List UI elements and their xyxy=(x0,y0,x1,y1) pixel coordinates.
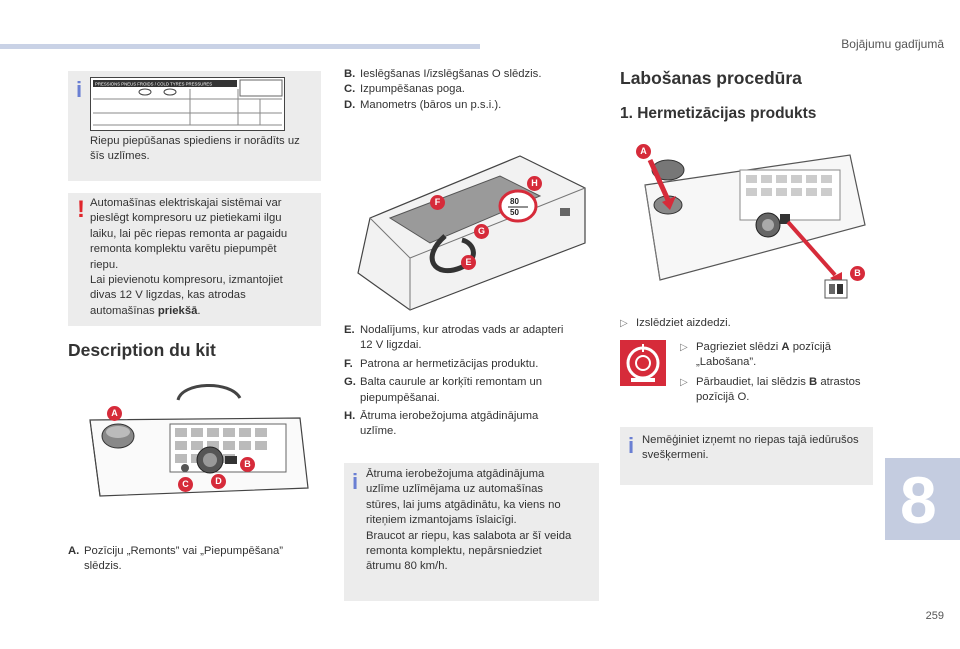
page-number: 259 xyxy=(925,610,944,622)
item-h: H.Ātruma ierobežojuma atgādinājuma uzlīm… xyxy=(344,410,539,438)
item-b: B.Ieslēgšanas I/izslēgšanas O slēdzis. xyxy=(344,68,542,80)
speed-label-80: 80 xyxy=(510,197,519,206)
info-icon: i xyxy=(628,433,635,458)
bullet-switch-a: ▷Pagrieziet slēdzi A pozīcijā „Labošana”… xyxy=(680,341,832,369)
kit-illustration-back: 80 50 xyxy=(357,155,586,311)
warning-line: remonta komplektu varētu piepumpēt xyxy=(90,243,277,256)
item-e: E.Nodalījums, kur atrodas vads ar adapte… xyxy=(344,324,564,352)
label-h: H xyxy=(527,176,542,191)
item-f: F.Patrona ar hermetizācijas produktu. xyxy=(344,357,539,370)
label-c: C xyxy=(178,477,193,492)
sealant-subheading: 1. Hermetizācijas produkts xyxy=(620,105,817,122)
label-e: E xyxy=(461,255,476,270)
bullet-ignition-off: ▷Izslēdziet aizdedzi. xyxy=(620,316,860,331)
kit-illustration-front xyxy=(89,384,309,497)
warning-line: riepu. xyxy=(90,258,119,271)
info-icon: i xyxy=(352,469,359,494)
bullet-arrow-icon: ▷ xyxy=(680,342,688,353)
foreign-object-text: Nemēģiniet izņemt no riepas tajā iedūruš… xyxy=(642,434,859,462)
warning-line: Automašīnas elektriskajai sistēmai var xyxy=(90,197,282,209)
speed-limit-text: Ātruma ierobežojuma atgādinājuma uzlīme … xyxy=(366,468,572,573)
info-icon: i xyxy=(76,77,83,102)
label-b-right: B xyxy=(850,266,865,281)
item-d: D.Manometrs (bāros un p.s.i.). xyxy=(344,98,502,111)
label-f: F xyxy=(430,195,445,210)
kit-switch-illustration xyxy=(644,154,866,299)
warning-line: Lai pievienotu kompresoru, izmantojiet xyxy=(90,274,283,287)
label-a: A xyxy=(107,406,122,421)
foreign-object-info-box: i Nemēģiniet izņemt no riepas tajā iedūr… xyxy=(620,427,873,485)
warning-text: Automašīnas elektriskajai sistēmai var p… xyxy=(90,196,318,319)
speed-limit-info-box: i Ātruma ierobežojuma atgādinājuma uzlīm… xyxy=(344,463,599,601)
warning-line: divas 12 V ligzdas, kas atrodas xyxy=(90,289,246,302)
bullet-switch-b: ▷Pārbaudiet, lai slēdzis B atrastos pozī… xyxy=(680,375,861,404)
tyre-pressure-text: Riepu piepūšanas spiediens ir norādīts u… xyxy=(90,135,300,163)
item-c: C.Izpumpēšanas poga. xyxy=(344,83,465,96)
tyre-repair-icon xyxy=(620,340,666,386)
warning-box: ! Automašīnas elektriskajai sistēmai var… xyxy=(68,193,321,326)
bullet-arrow-icon: ▷ xyxy=(680,376,688,388)
label-g: G xyxy=(474,224,489,239)
label-b: B xyxy=(240,457,255,472)
warning-line-last: automašīnas priekšā. xyxy=(90,304,201,317)
warning-line: pieslēgt kompresoru uz pietiekami ilgu xyxy=(90,212,282,225)
speed-label-50: 50 xyxy=(510,208,519,217)
bullet-arrow-icon: ▷ xyxy=(620,318,628,329)
items-bottom-list: E.Nodalījums, kur atrodas vads ar adapte… xyxy=(344,323,599,440)
tyre-pressure-info-box: i PRESSIONS PNEUS FROIDS / COLD TYRES PR… xyxy=(68,71,321,181)
tyre-pressure-sticker: PRESSIONS PNEUS FROIDS / COLD TYRES PRES… xyxy=(90,77,285,131)
switch-bullets: ▷Pagrieziet slēdzi A pozīcijā „Labošana”… xyxy=(680,340,870,406)
chapter-number: 8 xyxy=(900,463,937,537)
repair-procedure-heading: Labošanas procedūra xyxy=(620,68,802,88)
items-top-list: B.Ieslēgšanas I/izslēgšanas O slēdzis. C… xyxy=(344,67,599,113)
section-title: Bojājumu gadījumā xyxy=(841,37,944,51)
top-bar xyxy=(0,44,480,49)
label-d: D xyxy=(211,474,226,489)
warning-icon: ! xyxy=(77,196,85,223)
warning-line: laiku, lai pēc riepas remonta ar pagaidu xyxy=(90,227,288,240)
chapter-tab xyxy=(885,458,960,540)
sticker-title: PRESSIONS PNEUS FROIDS / COLD TYRES PRES… xyxy=(95,82,212,87)
label-a-right: A xyxy=(636,144,651,159)
kit-description-heading: Description du kit xyxy=(68,340,216,360)
item-a: A.Pozīciju „Remonts” vai „Piepumpēšana” … xyxy=(68,545,284,573)
item-g: G.Balta caurule ar korķīti remontam un p… xyxy=(344,376,543,404)
